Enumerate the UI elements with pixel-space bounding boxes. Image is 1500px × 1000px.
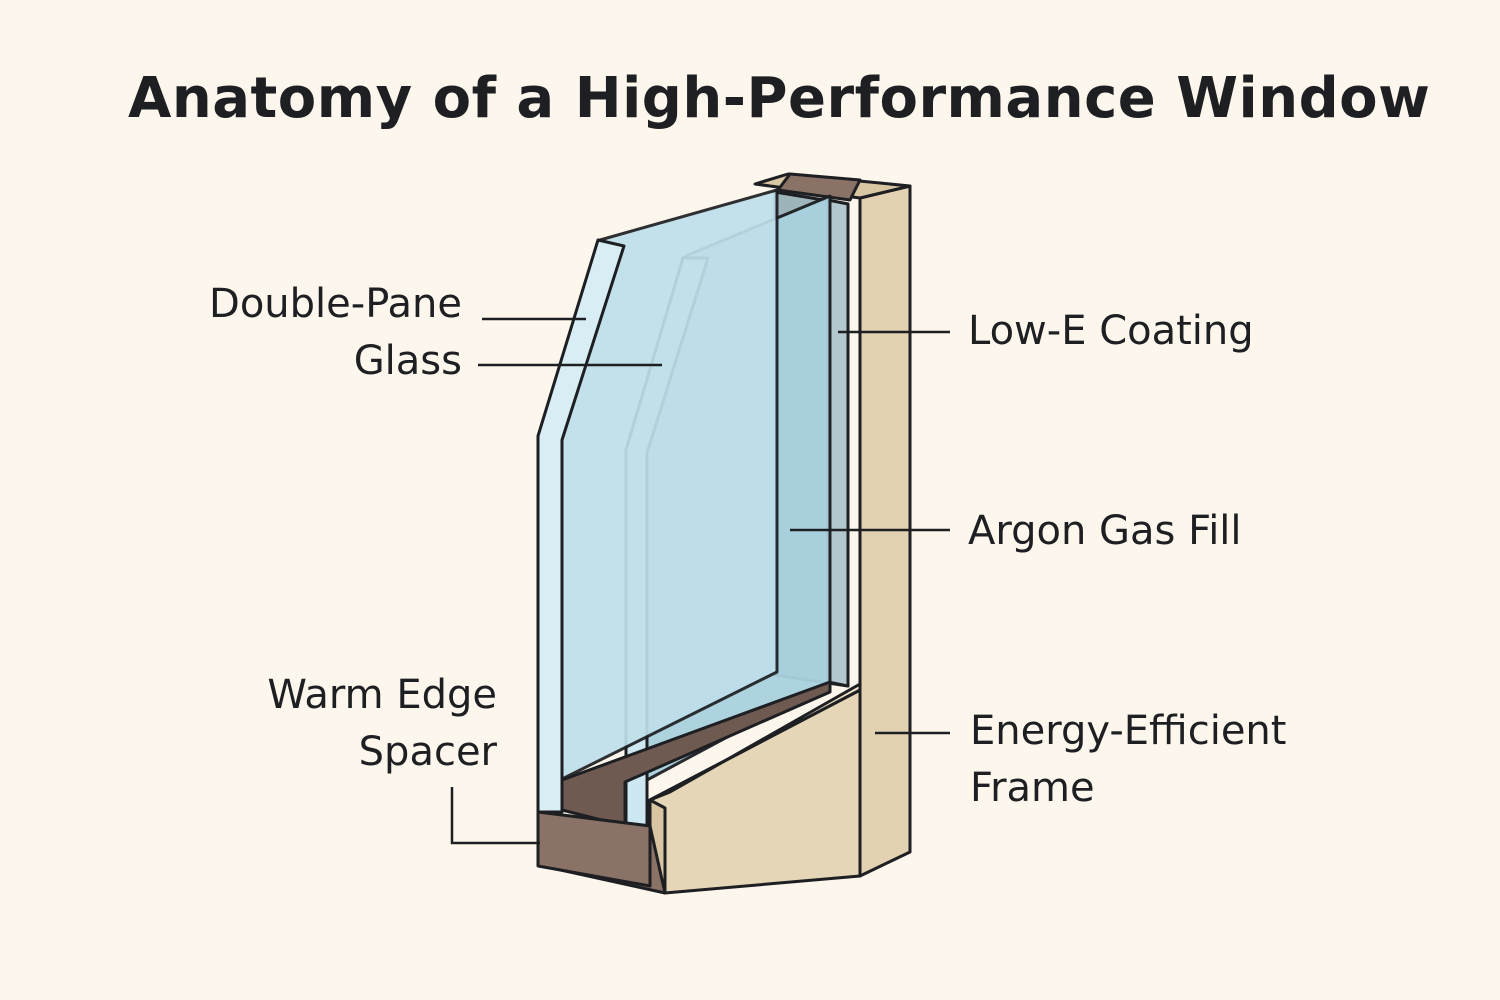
label-frame-line2: Frame bbox=[970, 765, 1095, 811]
label-warm-edge-line1: Warm Edge bbox=[267, 672, 497, 718]
label-low-e-coating: Low-E Coating bbox=[968, 308, 1254, 354]
label-warm-edge-line2: Spacer bbox=[358, 729, 497, 775]
label-argon-gas-fill: Argon Gas Fill bbox=[968, 508, 1242, 554]
label-energy-efficient-frame: Energy-Efficient Frame bbox=[970, 703, 1286, 817]
label-frame-line1: Energy-Efficient bbox=[970, 708, 1287, 754]
diagram-title: Anatomy of a High-Performance Window bbox=[128, 66, 1431, 131]
outer-pane bbox=[536, 188, 779, 782]
frame-sill-top bbox=[648, 682, 862, 802]
label-double-pane-line2: Glass bbox=[353, 338, 462, 384]
label-warm-edge-spacer: Warm Edge Spacer bbox=[267, 667, 497, 781]
spacer-block-face bbox=[536, 810, 652, 888]
label-double-pane-line1: Double-Pane bbox=[209, 281, 462, 327]
label-double-pane: Double-Pane Glass bbox=[209, 276, 462, 390]
spacer-top bbox=[776, 172, 862, 202]
leader-warm-edge bbox=[450, 787, 540, 845]
